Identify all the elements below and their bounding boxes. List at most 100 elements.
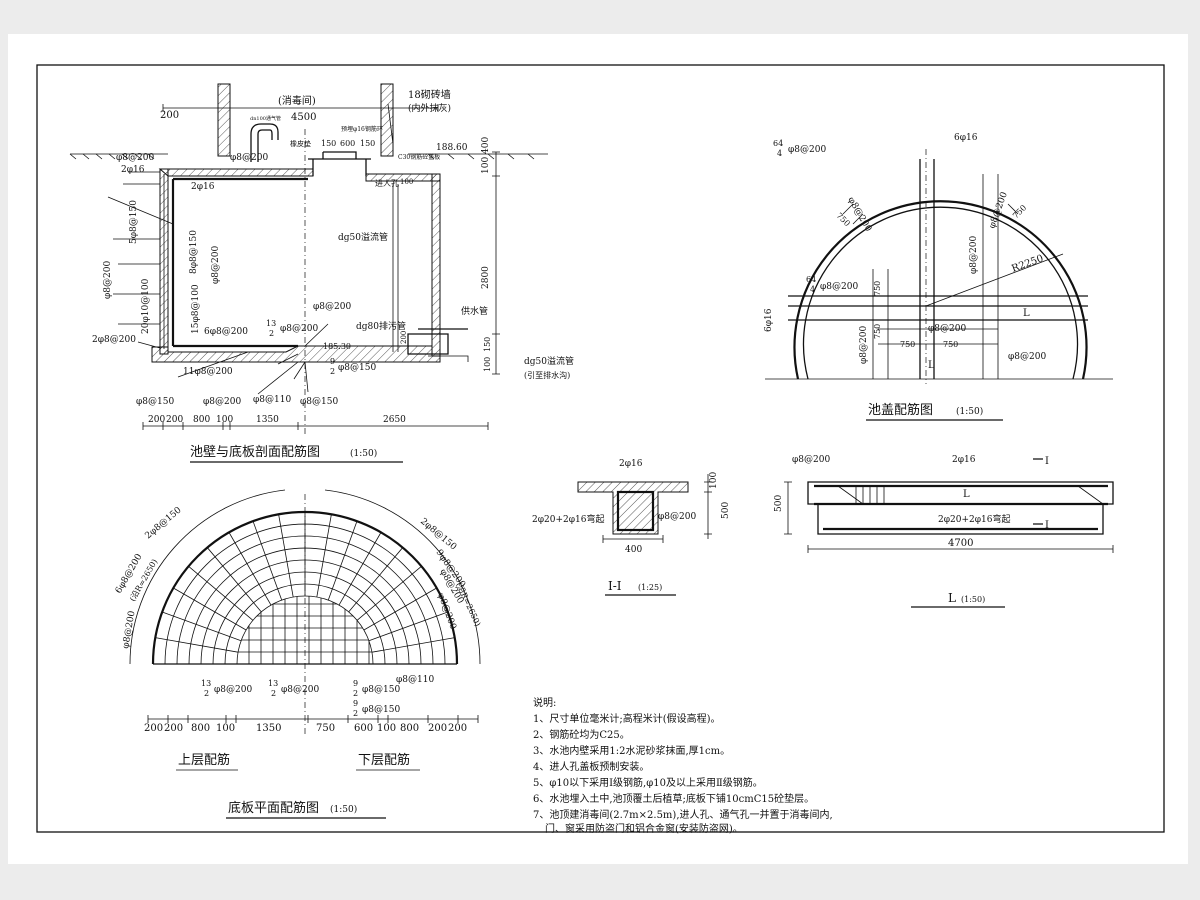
rebar-vertical [982,174,999,379]
rebar-label: 2φ16 [952,455,976,465]
engineering-drawing: (消毒间) 4500 200 18砌砖墙 (内外抹灰) dn100通气管 橡皮垫… [36,64,1165,835]
rebar-label: 6φ8@200 [204,327,248,337]
dim-label: 200 [148,415,165,425]
dim-label: 200 [448,723,467,734]
brick-wall-right [380,83,394,157]
rebar-label: φ8@110 [396,675,434,685]
beam-vertical [919,159,935,379]
rebar-label: 11φ8@200 [183,367,233,377]
dim-400 [602,535,664,543]
cut-label: I [1045,520,1049,531]
cover-slab-label: C30钢筋砼盖板 [398,153,440,161]
dim-4700 [807,545,1114,553]
dim-label: 100 [377,723,396,734]
beam-label: L [1023,308,1030,319]
plan-radial-rebar [155,637,239,653]
plan-dim-arc [324,489,481,665]
rebar-label: φ8@200 [280,324,318,334]
plan-title: 底板平面配筋图 [228,800,319,816]
leader-lines [107,103,394,395]
dim-label: 100 [216,723,235,734]
note-item: 4、进人孔盖板预制安装。 [533,760,649,773]
section-title: 池壁与底板剖面配筋图 [190,444,320,460]
vent-pipe [250,123,279,162]
manhole [308,151,371,176]
cover-title: 池盖配筋图 [868,402,933,418]
brick-wall-note: (内外抹灰) [408,102,451,114]
bottom-slab [151,345,441,363]
rebar-label: φ8@200 [658,512,696,522]
cover-inner-arc [802,206,1079,380]
dim-bottom-chain [142,422,489,430]
plan-radial-rebar [173,587,247,631]
rebar-label: 2φ8@150 [144,505,184,541]
rebar-label: 15φ8@100 [191,284,201,334]
overflow-pipe [392,184,399,352]
dim-label: 200 [160,110,179,121]
plan-radial-rebar [316,514,332,598]
dim-label: 200 [428,723,447,734]
plan-radial-rebar [206,547,262,613]
plan-radial-rebar [278,514,294,598]
plan-radial-rebar [338,532,382,606]
section-i-scale: (1:25) [638,583,662,592]
cover-outer-arc [793,200,1088,380]
cover-view: 6φ16 64 4 φ8@200 φ8@200 φ8@200 φ8@200 75… [764,133,1113,421]
beam-scale: (1:50) [961,595,985,604]
section-scale: (1:50) [350,448,377,459]
rebar-label: 5φ8@150 [129,200,139,244]
dim-label: 100 [481,157,491,174]
dim-vertical [704,474,712,539]
rebar-label: φ8@200 [820,282,858,292]
plan-scale: (1:50) [330,804,357,815]
notes: 说明: 1、尺寸单位毫米计;高程米计(假设高程)。 2、钢筋砼均为C25。 3、… [533,696,833,835]
rebar-label: 2φ8@200 [92,335,136,345]
dim-label: 100 [216,415,233,425]
rebar-label: φ8@200 [792,455,830,465]
rebar-label: φ8@200 [214,685,252,695]
fraction-num: 13 [268,679,278,688]
rebar-label: 2φ8@150 [418,517,458,553]
dim-label: 750 [1011,203,1028,220]
rebar-label: φ8@200 [121,610,138,650]
plan-radial-rebar [368,611,448,642]
dim-label: 750 [943,340,958,349]
dim-vertical-right [492,151,500,375]
rebar-label: 6φ16 [954,133,978,143]
drawing-sheet: (消毒间) 4500 200 18砌砖墙 (内外抹灰) dn100通气管 橡皮垫… [8,34,1188,864]
rebar-label: 2φ20+2φ16弯起 [938,513,1011,525]
plan-radial-rebar [363,587,437,631]
dim-label: 200 [144,723,163,734]
fraction-num: 64 [773,139,783,148]
rebar-label: φ8@150 [300,397,338,407]
note-item: 门、窗采用防盗门和铝合金窗(安装防盗网)。 [545,822,743,835]
overflow-out-note: (引至排水沟) [524,370,570,380]
fraction-num: 9 [353,699,358,708]
beam-label: L [928,360,935,371]
fraction-num: 13 [266,319,276,328]
dim-label: 150 [321,139,336,148]
beam-l: φ8@200 2φ16 L 500 2φ20+2φ16弯起 4700 I I L… [774,455,1114,608]
stirrups [855,486,885,504]
plan-radial-rebar [327,521,358,601]
dim-label: 500 [774,495,784,512]
brick-wall-left [217,83,231,157]
fraction-num: 9 [330,357,335,366]
rebar-label: φ8@110 [253,395,291,405]
note-item: 2、钢筋砼均为C25。 [533,728,630,741]
rebar-label: 2φ16 [121,165,145,175]
manhole-label: 进人孔 [375,179,399,188]
rebar-vertical-left [872,269,889,379]
dim-label: 600 [340,139,355,148]
rubber-pad-label: 橡皮垫 [290,139,311,148]
rebar-label: φ8@200 [845,196,873,234]
dim-label: 750 [835,211,852,228]
dim-label: 400 [481,137,491,154]
rebar-label: φ8@200 [103,261,113,299]
plan-view-labels: 2φ8@150 6φ8@200 (沿R=2650) φ8@200 2φ8@150… [114,494,482,819]
leader-arc [842,203,1019,225]
fraction-num: 64 [806,275,816,284]
section-i-title: I-I [608,579,622,593]
dim-label: 4700 [948,538,973,549]
rebar-label: φ8@150 [338,363,376,373]
